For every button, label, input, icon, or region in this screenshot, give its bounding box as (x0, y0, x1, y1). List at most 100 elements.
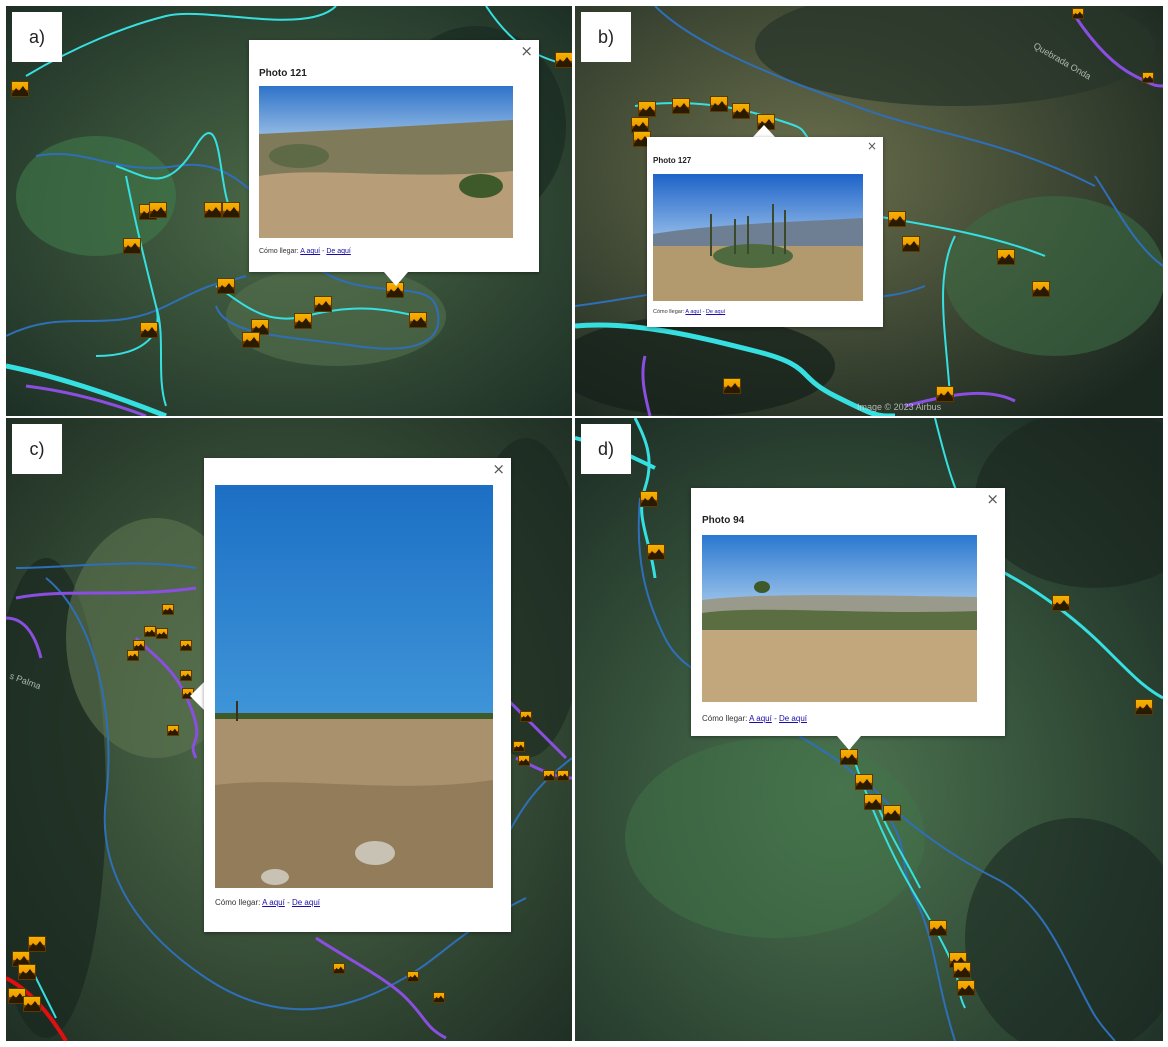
map-panel-c[interactable]: s Palma × Cómo l (6, 418, 572, 1041)
photo-marker-icon[interactable] (251, 319, 269, 335)
trail-line (1073, 15, 1163, 88)
photo-marker-icon[interactable] (1142, 72, 1154, 83)
close-icon[interactable]: × (492, 460, 505, 478)
photo-marker-icon[interactable] (222, 202, 240, 218)
photo-marker-icon[interactable] (409, 312, 427, 328)
photo-marker-icon[interactable] (997, 249, 1015, 265)
photo-marker-icon[interactable] (162, 604, 174, 615)
photo-marker-icon[interactable] (513, 741, 525, 752)
photo-marker-icon[interactable] (11, 81, 29, 97)
map-panel-b[interactable]: Quebrada Onda Image © 2023 Airbus × Phot… (575, 6, 1163, 416)
photo-marker-icon[interactable] (407, 971, 419, 982)
photo-marker-icon[interactable] (723, 378, 741, 394)
photo-marker-icon[interactable] (710, 96, 728, 112)
photo-marker-icon[interactable] (638, 101, 656, 117)
trail-line (95, 175, 167, 407)
photo-marker-icon[interactable] (217, 278, 235, 294)
photo-marker-icon[interactable] (864, 794, 882, 810)
photo-marker-icon[interactable] (732, 103, 750, 119)
popup-photo (259, 86, 513, 238)
directions-to-link[interactable]: A aquí (300, 248, 321, 255)
directions-to-link[interactable]: A aquí (685, 309, 702, 315)
photo-marker-icon[interactable] (333, 963, 345, 974)
close-icon[interactable]: × (520, 42, 533, 60)
photo-marker-icon[interactable] (543, 770, 555, 781)
panel-label: b) (581, 12, 631, 62)
photo-marker-icon[interactable] (902, 236, 920, 252)
photo-marker-icon[interactable] (883, 805, 901, 821)
photo-marker-icon[interactable] (180, 670, 192, 681)
directions-to-link[interactable]: A aquí (262, 898, 285, 907)
close-icon[interactable]: × (866, 139, 877, 153)
directions-from-link[interactable]: De aquí (291, 898, 320, 907)
photo-marker-icon[interactable] (929, 920, 947, 936)
photo-marker-icon[interactable] (1072, 8, 1084, 19)
photo-marker-icon[interactable] (520, 711, 532, 722)
close-icon[interactable]: × (986, 490, 999, 508)
photo-marker-icon[interactable] (1032, 281, 1050, 297)
stream-line (654, 6, 1096, 187)
photo-marker-icon[interactable] (294, 313, 312, 329)
directions-links: Cómo llegar: A aquí - De aquí (702, 714, 807, 723)
photo-marker-icon[interactable] (672, 98, 690, 114)
photo-marker-icon[interactable] (156, 628, 168, 639)
photo-marker-icon[interactable] (8, 988, 26, 1004)
panel-label: c) (12, 424, 62, 474)
trail-line (641, 355, 652, 416)
trail-line (6, 363, 167, 416)
directions-from-link[interactable]: De aquí (778, 714, 807, 723)
photo-marker-icon[interactable] (386, 282, 404, 298)
photo-marker-icon[interactable] (640, 491, 658, 507)
photo-marker-icon[interactable] (1135, 699, 1153, 715)
photo-marker-icon[interactable] (518, 755, 530, 766)
directions-from-link[interactable]: De aquí (326, 248, 351, 255)
photo-marker-icon[interactable] (953, 962, 971, 978)
photo-marker-icon[interactable] (242, 332, 260, 348)
photo-marker-icon[interactable] (1052, 595, 1070, 611)
photo-marker-icon[interactable] (123, 238, 141, 254)
photo-marker-icon[interactable] (555, 52, 572, 68)
photo-marker-icon[interactable] (23, 996, 41, 1012)
stream-line (864, 777, 1116, 1041)
popup-title: Photo 121 (259, 68, 307, 79)
popup-photo (653, 174, 863, 301)
photo-marker-icon[interactable] (127, 650, 139, 661)
photo-marker-icon[interactable] (28, 936, 46, 952)
photo-marker-icon[interactable] (18, 964, 36, 980)
popup-pointer (384, 272, 408, 286)
photo-marker-icon[interactable] (140, 322, 158, 338)
photo-marker-icon[interactable] (133, 640, 145, 651)
map-attribution: Image © 2023 Airbus (857, 402, 942, 412)
photo-marker-icon[interactable] (647, 544, 665, 560)
stream-line (505, 757, 572, 839)
trail-line (315, 936, 447, 1040)
trail-line (25, 6, 337, 77)
popup-pointer (837, 736, 861, 750)
trail-line (904, 391, 1016, 408)
photo-marker-icon[interactable] (557, 770, 569, 781)
photo-marker-icon[interactable] (204, 202, 222, 218)
photo-marker-icon[interactable] (936, 386, 954, 402)
photo-marker-icon[interactable] (888, 211, 906, 227)
directions-links: Cómo llegar: A aquí - De aquí (215, 898, 320, 907)
panel-label: a) (12, 12, 62, 62)
photo-marker-icon[interactable] (180, 640, 192, 651)
photo-marker-icon[interactable] (314, 296, 332, 312)
popup-title: Photo 94 (702, 515, 745, 526)
trail-line (6, 616, 43, 659)
photo-marker-icon[interactable] (433, 992, 445, 1003)
photo-marker-icon[interactable] (149, 202, 167, 218)
photo-marker-icon[interactable] (144, 626, 156, 637)
panel-label: d) (581, 424, 631, 474)
directions-links: Cómo llegar: A aquí - De aquí (653, 309, 726, 315)
photo-marker-icon[interactable] (167, 725, 179, 736)
directions-from-link[interactable]: De aquí (705, 309, 726, 315)
map-panel-a[interactable]: × Photo 121 Cómo llegar: A aquí - De aqu… (6, 6, 572, 416)
map-panel-d[interactable]: × Photo 94 Cómo llegar: A aquí - De aquí… (575, 418, 1163, 1041)
popup-photo (702, 535, 977, 702)
photo-marker-icon[interactable] (840, 749, 858, 765)
popup-pointer (190, 682, 204, 710)
photo-marker-icon[interactable] (957, 980, 975, 996)
photo-marker-icon[interactable] (855, 774, 873, 790)
directions-to-link[interactable]: A aquí (749, 714, 772, 723)
